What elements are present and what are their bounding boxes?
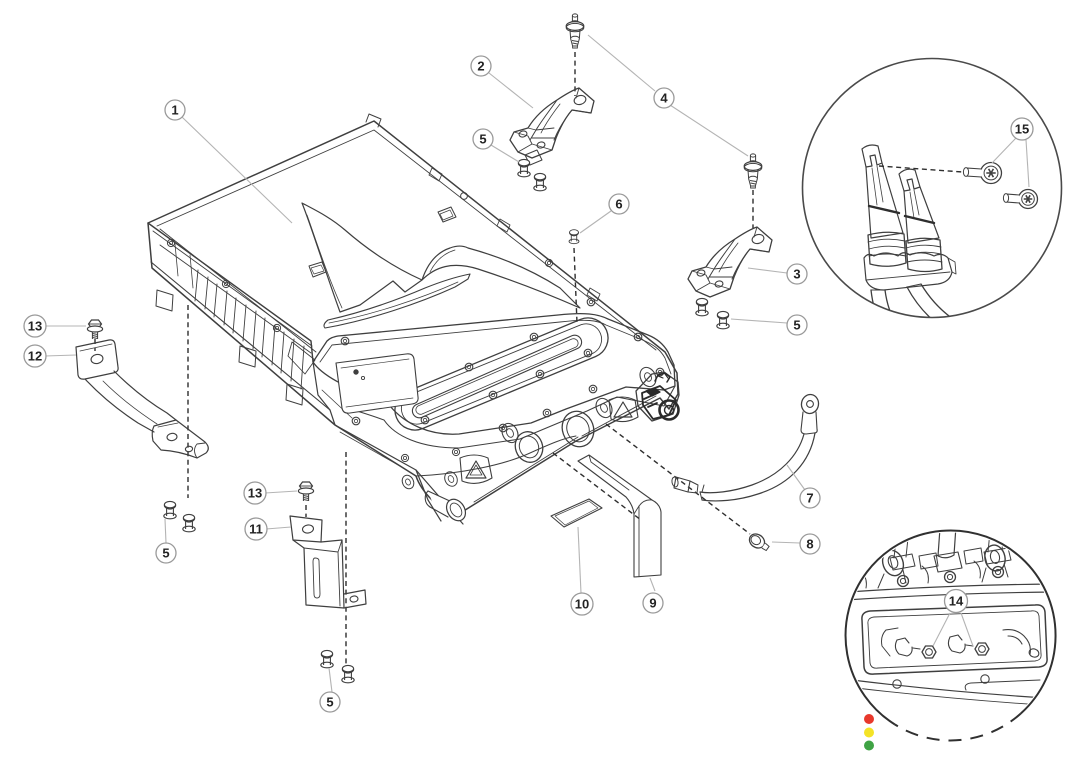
svg-text:8: 8 <box>806 537 813 552</box>
svg-text:2: 2 <box>477 59 484 74</box>
svg-text:1: 1 <box>171 103 178 118</box>
svg-text:14: 14 <box>949 594 964 609</box>
svg-text:5: 5 <box>162 546 169 561</box>
svg-text:5: 5 <box>326 695 333 710</box>
svg-text:3: 3 <box>793 267 800 282</box>
svg-text:7: 7 <box>806 491 813 506</box>
svg-text:5: 5 <box>793 318 800 333</box>
svg-text:6: 6 <box>615 197 622 212</box>
svg-text:13: 13 <box>28 319 42 334</box>
svg-text:4: 4 <box>660 91 668 106</box>
svg-text:11: 11 <box>249 522 263 537</box>
svg-text:9: 9 <box>649 596 656 611</box>
svg-text:15: 15 <box>1015 122 1029 137</box>
svg-text:10: 10 <box>575 597 589 612</box>
svg-text:13: 13 <box>248 486 262 501</box>
svg-text:12: 12 <box>28 349 42 364</box>
svg-text:5: 5 <box>479 132 486 147</box>
